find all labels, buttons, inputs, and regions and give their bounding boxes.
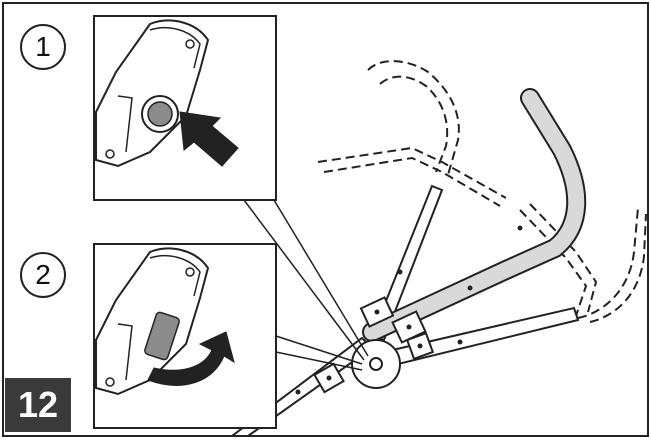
detail-box-1 [93, 15, 277, 201]
leader-lines [243, 199, 369, 371]
detail-box-2 [93, 243, 277, 429]
step-number-2: 2 [20, 252, 66, 298]
step-number-1: 1 [20, 24, 66, 70]
dashed-handle-left [317, 60, 507, 207]
hinge-joint [351, 339, 401, 389]
rotate-arrow-icon [147, 331, 235, 386]
push-arrow-icon [179, 111, 239, 167]
dashed-handle-right [519, 203, 647, 323]
solid-handle [362, 88, 587, 342]
figure-number-badge: 12 [5, 378, 71, 432]
